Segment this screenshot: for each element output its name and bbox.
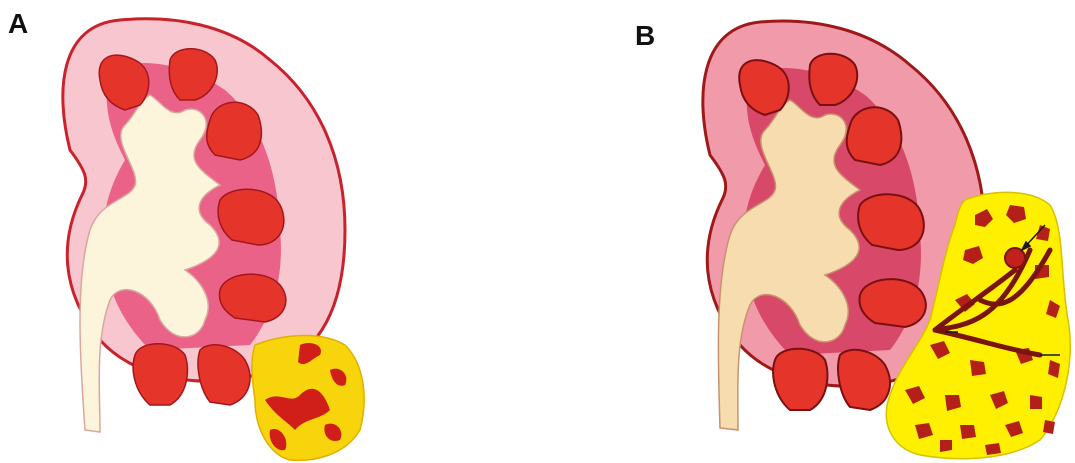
pyramid-b5 (860, 279, 926, 327)
pyramid-b3 (847, 107, 902, 165)
tumor-a (252, 336, 364, 461)
pyramid-a6 (133, 344, 187, 405)
pyramid-b4 (858, 194, 924, 250)
kidney-diagram-b (560, 0, 1075, 463)
kidney-diagram-a (0, 0, 420, 463)
pyramid-b6 (773, 349, 827, 410)
pyramid-a5 (220, 274, 286, 322)
pyramid-a4 (218, 189, 284, 245)
pyramid-a3 (207, 102, 262, 160)
tumor-nodule-b (1005, 248, 1025, 268)
